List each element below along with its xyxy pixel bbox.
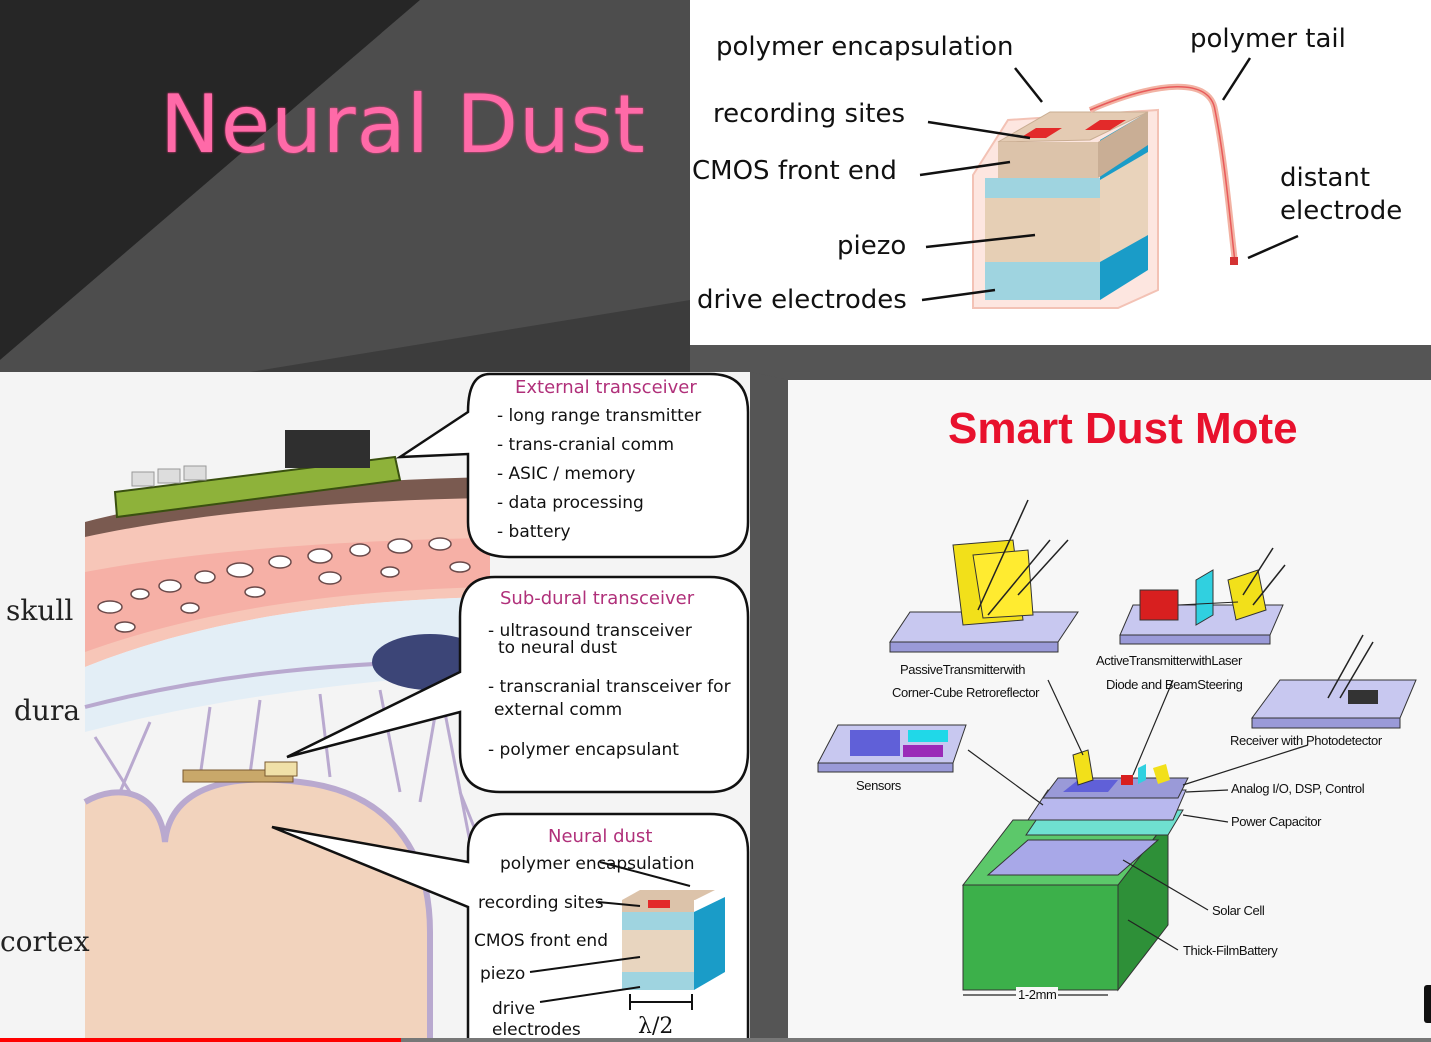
label-active-1: ActiveTransmitterwithLaser — [1096, 653, 1242, 668]
label-cmos-front-end: CMOS front end — [692, 156, 897, 186]
subdural-transceiver-title: Sub-dural transceiver — [500, 588, 695, 609]
label-passive-2: Corner-Cube Retroreflector — [892, 685, 1040, 700]
label-receiver: Receiver with Photodetector — [1230, 733, 1382, 748]
nd-label-drive: drive — [492, 999, 536, 1019]
external-item: - data processing — [497, 493, 644, 513]
label-passive-1: PassiveTransmitterwith — [900, 662, 1026, 677]
label-polymer-encapsulation: polymer encapsulation — [716, 32, 1014, 62]
anatomy-diagram: skull dura cortex External transceiver -… — [0, 372, 750, 1042]
nd-label-recording: recording sites — [478, 893, 604, 913]
smart-dust-illustration — [817, 499, 1417, 996]
external-item: - ASIC / memory — [497, 464, 636, 484]
nd-label-lambda: λ/2 — [638, 1014, 674, 1039]
label-electrode: electrode — [1280, 196, 1403, 226]
label-drive-electrodes: drive electrodes — [697, 285, 907, 315]
label-skull: skull — [6, 594, 74, 627]
nd-label-polymer: polymer encapsulation — [500, 854, 695, 874]
label-active-2: Diode and BeamSteering — [1106, 677, 1243, 692]
mote-illustration — [919, 57, 1299, 309]
external-item: - long range transmitter — [497, 406, 702, 426]
subdural-item: - transcranial transceiver for — [488, 677, 731, 697]
external-item: - battery — [497, 522, 571, 542]
next-arrow-button[interactable] — [1424, 985, 1431, 1023]
label-dura: dura — [14, 694, 81, 727]
video-progress-fill — [0, 1038, 401, 1042]
label-power: Power Capacitor — [1231, 814, 1322, 829]
neural-dust-mote-diagram: polymer encapsulation polymer tail recor… — [690, 0, 1431, 345]
label-distant: distant — [1280, 163, 1371, 193]
label-size: 1-2mm — [1016, 987, 1059, 1002]
label-recording-sites: recording sites — [713, 99, 906, 129]
label-cortex: cortex — [0, 925, 90, 958]
label-analog: Analog I/O, DSP, Control — [1231, 781, 1365, 796]
anatomy-illustration — [83, 372, 750, 1042]
label-polymer-tail: polymer tail — [1190, 24, 1346, 54]
subdural-item: - polymer encapsulant — [488, 740, 679, 760]
video-progress-bar[interactable] — [0, 1038, 1431, 1042]
nd-label-electrodes: electrodes — [492, 1020, 581, 1040]
label-sensors: Sensors — [856, 778, 901, 793]
nd-label-piezo: piezo — [480, 964, 526, 984]
label-piezo: piezo — [837, 231, 907, 261]
label-solar: Solar Cell — [1212, 903, 1265, 918]
neural-dust-title: Neural dust — [548, 826, 653, 847]
external-transceiver-title: External transceiver — [515, 377, 697, 398]
slide-title: Neural Dust — [160, 78, 646, 171]
smart-dust-diagram: Smart Dust Mote — [788, 380, 1431, 1042]
subdural-item: - ultrasound transceiver — [488, 621, 692, 641]
smart-dust-title: Smart Dust Mote — [948, 404, 1298, 453]
subdural-item: to neural dust — [498, 638, 618, 658]
external-item: - trans-cranial comm — [497, 435, 675, 455]
subdural-item: external comm — [494, 700, 623, 720]
nd-label-cmos: CMOS front end — [474, 931, 608, 951]
label-battery: Thick-FilmBattery — [1183, 943, 1278, 958]
